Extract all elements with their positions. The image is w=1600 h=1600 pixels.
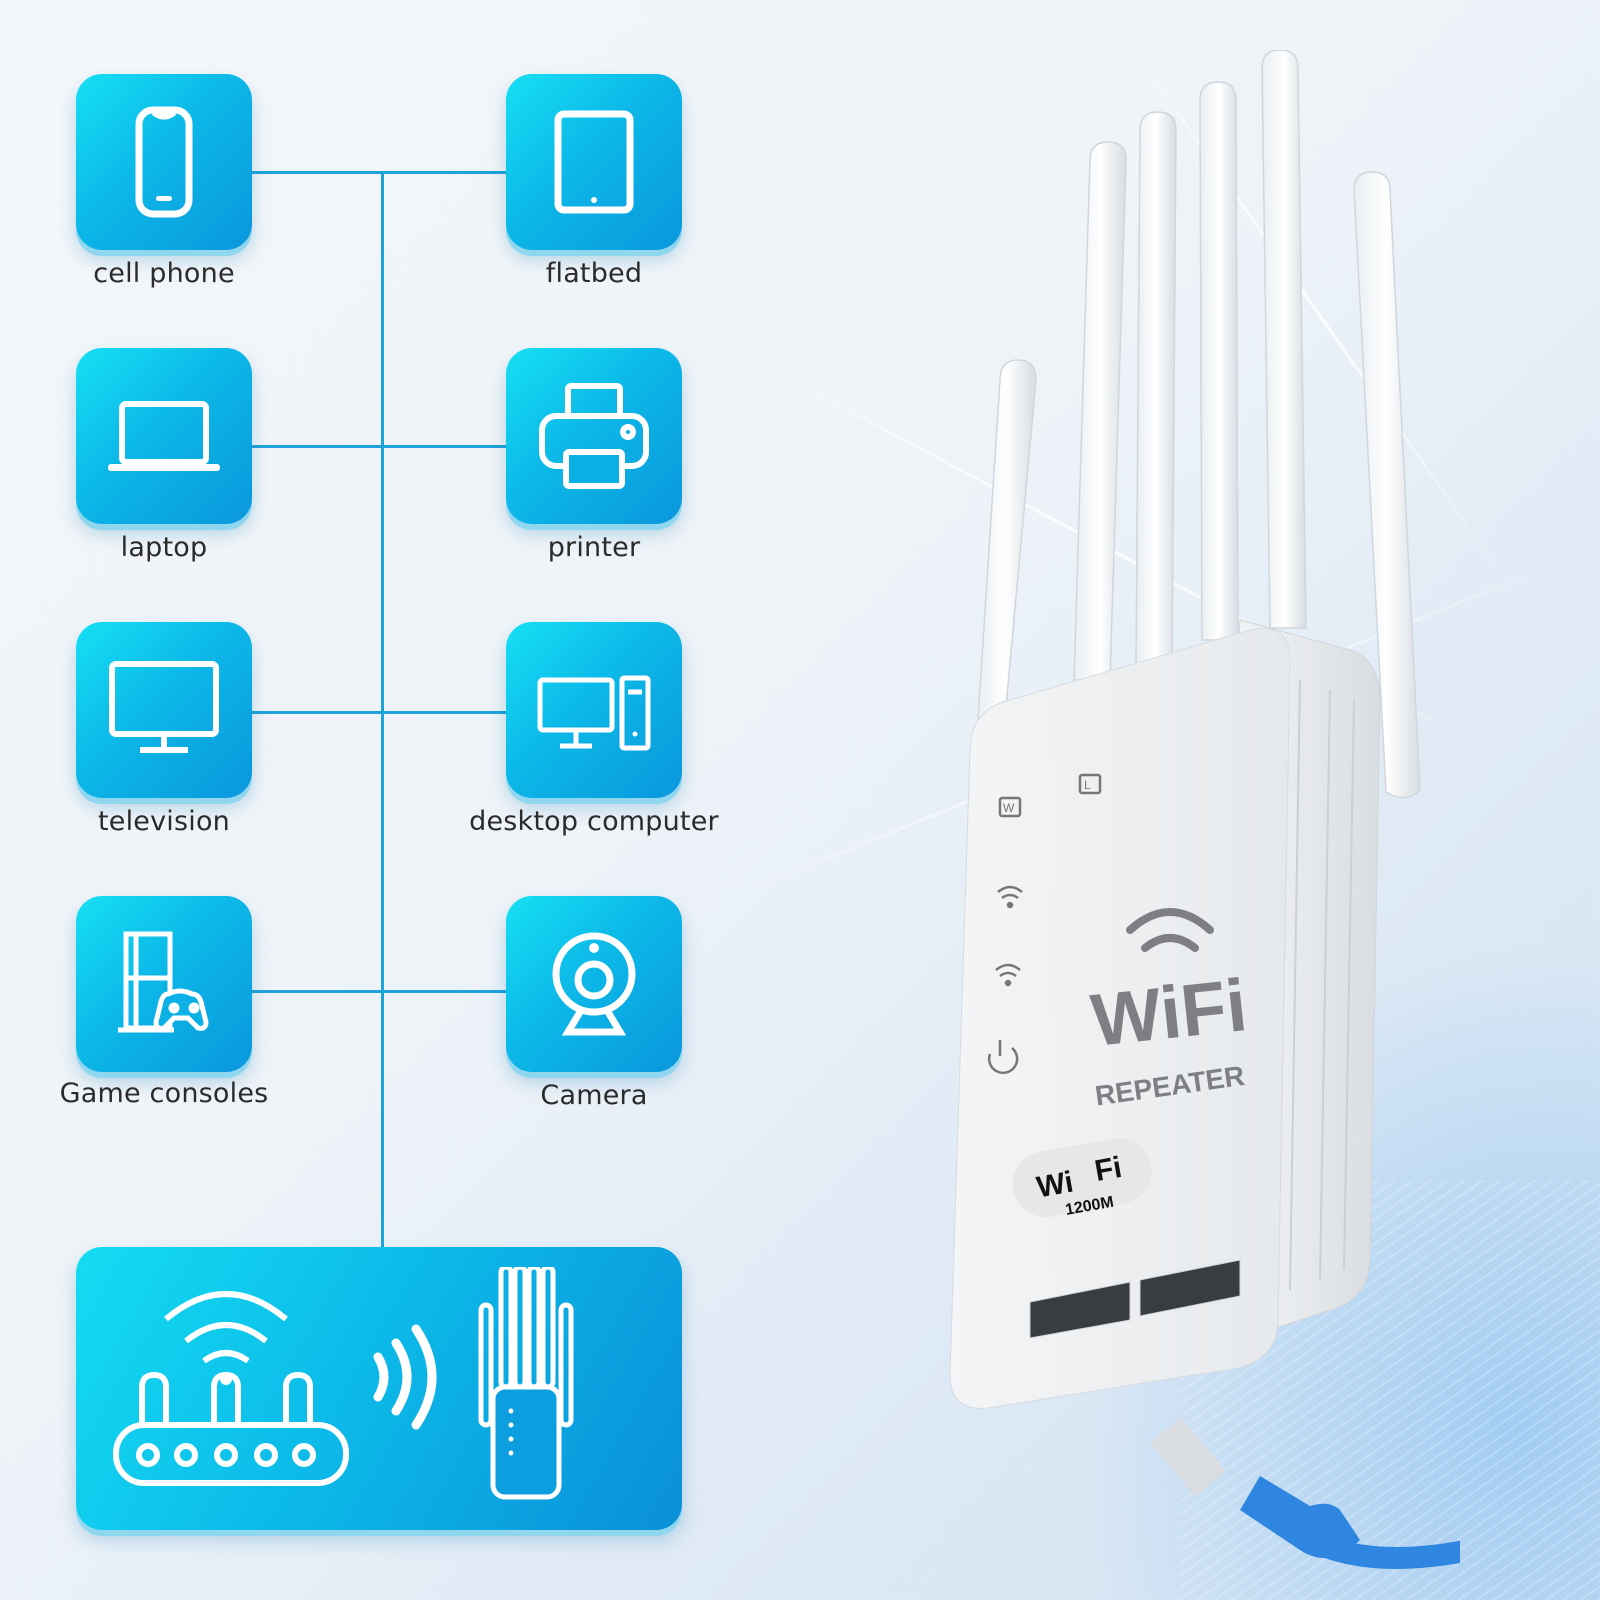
speed-badge — [1012, 1138, 1152, 1218]
device-tile-cell-phone — [76, 74, 252, 250]
device-tile-printer — [506, 348, 682, 524]
device-tile-camera — [506, 896, 682, 1072]
brand-text: WiFi — [1087, 963, 1250, 1062]
connector-trunk — [381, 172, 384, 1247]
antenna — [975, 49, 1421, 799]
phone-icon — [135, 106, 193, 218]
laptop-icon — [108, 401, 220, 471]
svg-text:Wi: Wi — [1034, 1166, 1076, 1205]
svg-text:Fi: Fi — [1092, 1151, 1124, 1188]
router-to-repeater-panel — [76, 1247, 682, 1530]
device-label: printer — [547, 532, 641, 563]
device-label: Game consoles — [59, 1078, 269, 1109]
connector-row-3 — [252, 711, 508, 714]
ethernet-ports — [1029, 1259, 1241, 1339]
device-tile-desktop-computer — [506, 622, 682, 798]
webcam-icon — [552, 932, 636, 1036]
status-leds — [987, 773, 1102, 1075]
device-label: cell phone — [93, 258, 235, 289]
device-label: television — [98, 806, 230, 837]
svg-text:L: L — [1084, 778, 1091, 792]
connector-row-2 — [252, 445, 508, 448]
printer-icon — [539, 383, 649, 489]
svg-text:W: W — [1003, 801, 1015, 815]
desktop-icon — [537, 675, 651, 751]
device-tile-laptop — [76, 348, 252, 524]
router-icon — [113, 1291, 349, 1486]
ethernet-cable — [1150, 1417, 1473, 1569]
tv-icon — [109, 661, 219, 753]
repeater-icon — [478, 1267, 574, 1500]
wifi-repeater-product: W L WiFi REPEATER Wi Fi 1200M — [940, 49, 1473, 1600]
device-tile-game-consoles — [76, 896, 252, 1072]
connector-row-1 — [252, 171, 508, 174]
device-label: flatbed — [545, 258, 643, 289]
device-label: Camera — [540, 1080, 648, 1111]
device-tile-television — [76, 622, 252, 798]
device-label: desktop computer — [469, 806, 719, 837]
signal-waves-icon — [373, 1324, 437, 1430]
tablet-icon — [554, 110, 634, 214]
connector-row-4 — [252, 990, 508, 993]
game-console-icon — [118, 931, 209, 1033]
wifi-logo — [1126, 908, 1214, 952]
device-label: laptop — [120, 532, 208, 563]
device-tile-flatbed — [506, 74, 682, 250]
